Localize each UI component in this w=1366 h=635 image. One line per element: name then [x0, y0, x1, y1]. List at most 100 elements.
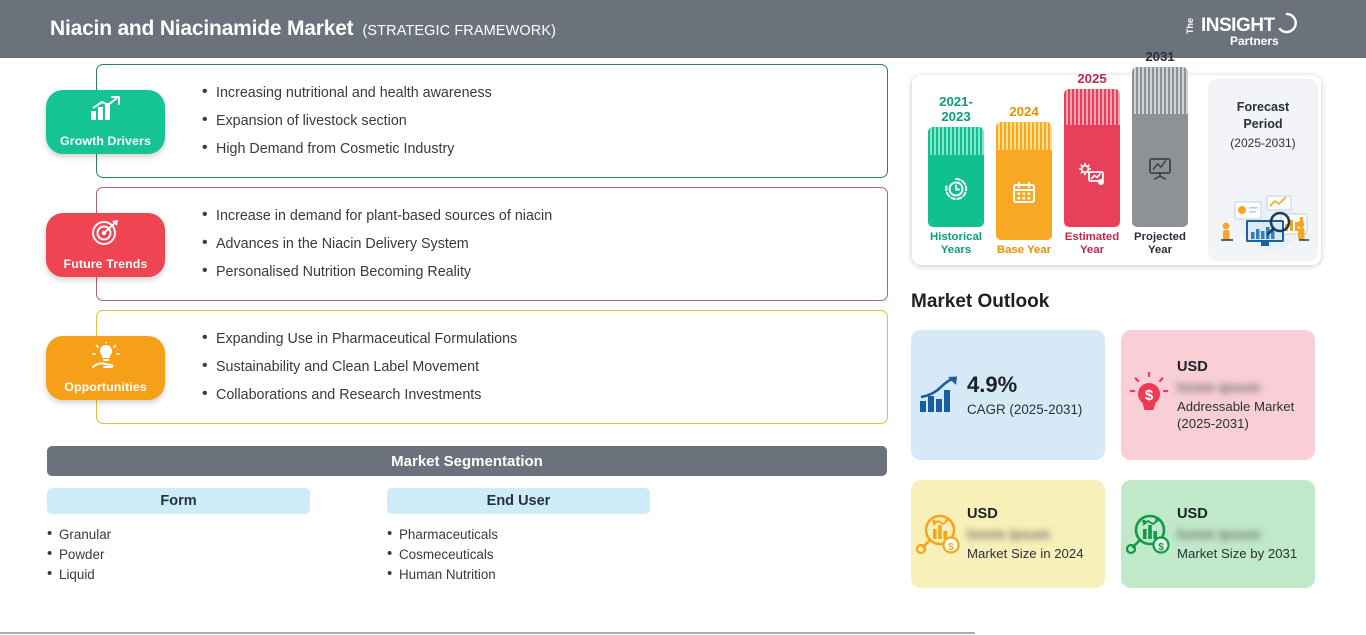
outlook-card-addressable-market: $ USD lorem ipsum Addressable Market (20… — [1121, 330, 1315, 460]
svg-text:$: $ — [1158, 542, 1164, 553]
bar-caption: Base Year — [996, 244, 1052, 256]
list-item: Increase in demand for plant-based sourc… — [202, 201, 887, 230]
bar-caption: Projected Year — [1134, 231, 1186, 256]
bar-shape — [928, 127, 984, 227]
badge-label: Future Trends — [63, 257, 148, 271]
list-item: Pharmaceuticals — [387, 524, 650, 545]
addressable-market-body: USD lorem ipsum Addressable Market (2025… — [1177, 359, 1315, 432]
market-outlook-title: Market Outlook — [911, 291, 1050, 312]
market-size-2031-body: USD lorem ipsum Market Size by 2031 — [1177, 506, 1315, 562]
presentation-chart-icon — [1146, 155, 1174, 186]
list-item: Sustainability and Clean Label Movement — [202, 352, 887, 381]
redacted-value: lorem ipsum — [967, 526, 1051, 542]
bar-historical-years: 2021-2023 — [928, 94, 984, 257]
svg-text:Partners: Partners — [1230, 34, 1279, 48]
card-label: Market Size in 2024 — [967, 546, 1084, 561]
list-item: Powder — [47, 544, 310, 565]
magnifier-chart-dollar-icon: $ — [1121, 512, 1177, 556]
bar-caption: Estimated Year — [1064, 231, 1120, 256]
lightbulb-dollar-icon: $ — [1121, 372, 1177, 418]
forecast-range: (2025-2031) — [1230, 136, 1296, 150]
segmentation-spacer — [335, 488, 362, 585]
bottom-scrollbar-track[interactable] — [0, 632, 975, 634]
card-label: Market Size by 2031 — [1177, 546, 1298, 561]
page-title: Niacin and Niacinamide Market — [50, 17, 354, 40]
segment-items-end-user: Pharmaceuticals Cosmeceuticals Human Nut… — [387, 524, 650, 585]
timeline-bars: 2021-2023 — [912, 49, 1202, 265]
bar-shape — [996, 122, 1052, 240]
bar-projected-year: 2031 Pro — [1132, 49, 1188, 257]
cagr-card-body: 4.9% CAGR (2025-2031) — [967, 372, 1105, 418]
list-item: Granular — [47, 524, 310, 545]
currency-label: USD — [1177, 358, 1208, 375]
segmentation-column-form: Form Granular Powder Liquid — [47, 488, 310, 585]
growth-drivers-box: Increasing nutritional and health awaren… — [96, 64, 888, 178]
list-item: Advances in the Niacin Delivery System — [202, 229, 887, 258]
list-item: Liquid — [47, 564, 310, 585]
header-title-group: Niacin and Niacinamide Market (STRATEGIC… — [50, 17, 556, 41]
list-item: Human Nutrition — [387, 564, 650, 585]
opportunities-box: Expanding Use in Pharmaceutical Formulat… — [96, 310, 888, 424]
segment-title-end-user: End User — [387, 488, 650, 514]
target-dart-icon — [90, 219, 122, 250]
forecast-title-line1: Forecast — [1236, 100, 1290, 114]
bar-shape — [1064, 89, 1120, 227]
study-period-chart: 2021-2023 — [912, 49, 1321, 265]
bar-base-year: 2024 — [996, 104, 1052, 257]
bar-stripe — [996, 122, 1052, 150]
outlook-card-cagr: 4.9% CAGR (2025-2031) — [911, 330, 1105, 460]
segment-items-form: Granular Powder Liquid — [47, 524, 310, 585]
bar-stripe — [1132, 67, 1188, 114]
magnifier-chart-dollar-icon: $ — [911, 512, 967, 556]
segmentation-columns: Form Granular Powder Liquid End User Pha… — [47, 488, 887, 585]
forecast-period-panel: Forecast Period (2025-2031) — [1208, 79, 1318, 261]
bar-solid — [996, 150, 1052, 240]
bar-shape — [1132, 67, 1188, 227]
list-item: Expanding Use in Pharmaceutical Formulat… — [202, 324, 887, 353]
lightbulb-hand-icon — [89, 341, 123, 375]
bar-year-label: 2025 — [1077, 71, 1107, 86]
future-trends-list: Increase in demand for plant-based sourc… — [202, 201, 887, 286]
segmentation-column-end-user: End User Pharmaceuticals Cosmeceuticals … — [387, 488, 650, 585]
list-item: Personalised Nutrition Becoming Reality — [202, 257, 887, 286]
bar-year-label: 2021-2023 — [939, 94, 973, 124]
redacted-value: lorem ipsum — [1177, 526, 1261, 542]
currency-label: USD — [967, 506, 998, 522]
market-size-2024-body: USD lorem ipsum Market Size in 2024 — [967, 506, 1105, 562]
svg-text:The: The — [1185, 18, 1195, 34]
bar-chart-arrow-icon — [89, 96, 123, 127]
badge-opportunities[interactable]: Opportunities — [46, 336, 165, 400]
badge-growth-drivers[interactable]: Growth Drivers — [46, 90, 165, 154]
insight-partners-logo: The INSIGHT Partners — [1182, 10, 1306, 50]
card-label: Addressable Market (2025-2031) — [1177, 398, 1295, 431]
forecast-title-line2: Period — [1243, 117, 1283, 131]
bar-estimated-year: 2025 — [1064, 71, 1120, 257]
badge-future-trends[interactable]: Future Trends — [46, 213, 165, 277]
cagr-label: CAGR (2025-2031) — [967, 402, 1083, 417]
svg-text:INSIGHT: INSIGHT — [1201, 15, 1275, 36]
bar-solid — [928, 155, 984, 227]
list-item: Cosmeceuticals — [387, 544, 650, 565]
svg-text:$: $ — [1145, 387, 1154, 404]
business-analytics-illustration — [1208, 188, 1318, 255]
bar-solid — [1064, 125, 1120, 227]
right-content-column: 2021-2023 — [900, 49, 1366, 635]
bar-year-label: 2024 — [1009, 104, 1039, 119]
bar-year-label: 2031 — [1145, 49, 1175, 64]
list-item: Increasing nutritional and health awaren… — [202, 78, 887, 107]
outlook-card-market-size-2024: $ USD lorem ipsum Market Size in 2024 — [911, 480, 1105, 588]
clock-history-icon — [943, 176, 969, 207]
badge-label: Growth Drivers — [60, 134, 151, 148]
page-header: Niacin and Niacinamide Market (STRATEGIC… — [0, 0, 1366, 58]
bar-stripe — [1064, 89, 1120, 125]
cagr-value: 4.9% — [967, 372, 1018, 397]
analytics-gear-icon — [1078, 161, 1106, 192]
bar-solid — [1132, 114, 1188, 227]
future-trends-box: Increase in demand for plant-based sourc… — [96, 187, 888, 301]
outlook-card-market-size-2031: $ USD lorem ipsum Market Size by 2031 — [1121, 480, 1315, 588]
bar-stripe — [928, 127, 984, 155]
list-item: Collaborations and Research Investments — [202, 380, 887, 409]
list-item: High Demand from Cosmetic Industry — [202, 134, 887, 163]
opportunities-list: Expanding Use in Pharmaceutical Formulat… — [202, 324, 887, 409]
